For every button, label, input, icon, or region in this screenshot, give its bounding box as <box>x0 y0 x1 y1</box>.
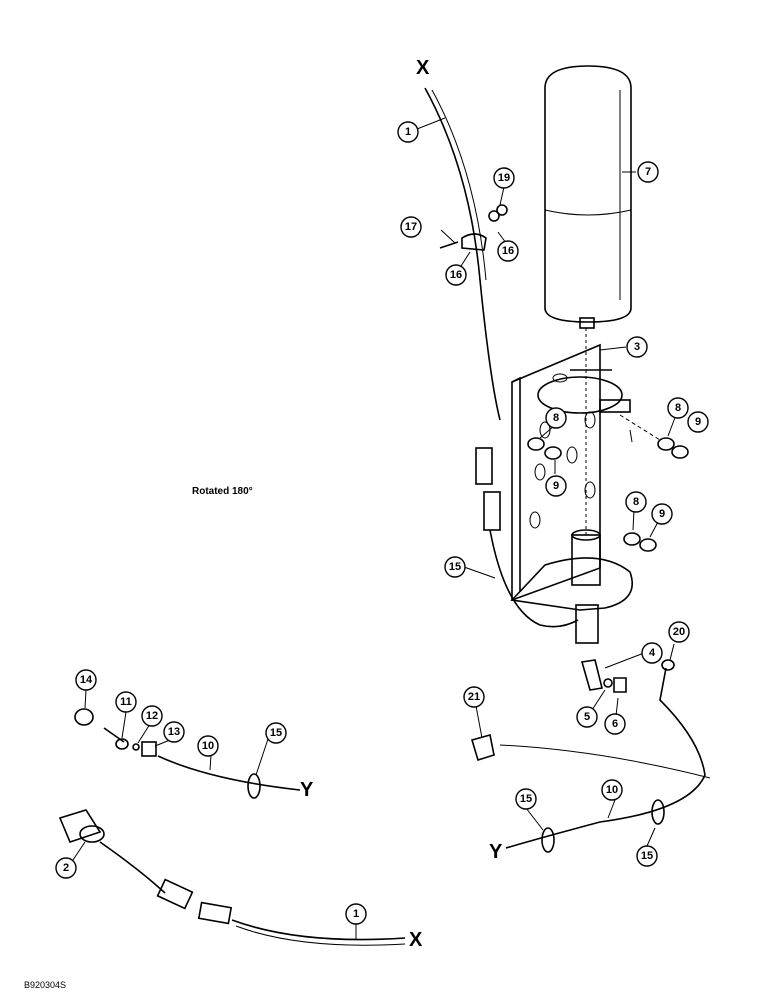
callout-10-left: 10 <box>197 735 219 757</box>
callout-5: 5 <box>576 706 598 728</box>
canister <box>544 65 632 329</box>
callout-9-left: 9 <box>545 475 567 497</box>
elbow-fitting <box>580 659 627 693</box>
callout-label: 6 <box>612 718 618 730</box>
washers-nuts <box>527 414 689 552</box>
callout-label: 12 <box>146 710 158 722</box>
callout-label: 9 <box>695 416 701 428</box>
end-label-x-bottom: X <box>409 929 423 951</box>
callout-14: 14 <box>75 669 97 691</box>
callout-8-lower: 8 <box>625 491 647 513</box>
callout-label: 20 <box>673 626 685 638</box>
callout-8-left: 8 <box>545 407 567 429</box>
callout-label: 3 <box>634 341 640 353</box>
callout-label: 5 <box>584 711 590 723</box>
callout-12: 12 <box>141 705 163 727</box>
tube-right <box>470 659 711 853</box>
callout-label: 2 <box>63 862 69 874</box>
callout-7: 7 <box>637 161 659 183</box>
callout-9-right: 9 <box>687 411 709 433</box>
callout-label: 21 <box>468 691 480 703</box>
callout-1-top: 1 <box>397 121 419 143</box>
figure-id: B920304S <box>24 980 66 990</box>
callout-17: 17 <box>400 216 422 238</box>
callout-label: 16 <box>502 245 514 257</box>
sender-fitting <box>571 328 601 644</box>
callout-13: 13 <box>163 721 185 743</box>
callout-19: 19 <box>493 167 515 189</box>
callout-8-right: 8 <box>667 397 689 419</box>
callout-15-lower-right: 15 <box>636 845 658 867</box>
callout-11: 11 <box>115 691 137 713</box>
leader-lines <box>72 117 677 940</box>
callout-label: 14 <box>80 674 93 686</box>
callout-label: 17 <box>405 221 417 233</box>
callout-label: 19 <box>498 172 510 184</box>
callout-3: 3 <box>626 336 648 358</box>
callout-label: 15 <box>449 561 461 573</box>
callout-label: 4 <box>649 647 656 659</box>
callout-label: 15 <box>641 850 653 862</box>
callout-label: 10 <box>606 784 618 796</box>
callout-6: 6 <box>604 713 626 735</box>
callout-label: 15 <box>270 727 282 739</box>
callout-label: 9 <box>553 480 559 492</box>
callout-label: 1 <box>405 126 411 138</box>
callouts: 1 1 2 3 4 5 6 7 8 8 8 9 9 9 10 10 11 12 … <box>55 121 709 925</box>
end-label-x-top: X <box>416 57 430 79</box>
callout-label: 8 <box>633 496 639 508</box>
callout-10-right: 10 <box>601 779 623 801</box>
callout-2: 2 <box>55 857 77 879</box>
callout-label: 11 <box>120 696 132 708</box>
callout-16-left: 16 <box>445 264 467 286</box>
callout-20: 20 <box>668 621 690 643</box>
callout-label: 13 <box>168 726 180 738</box>
wire-harness-bottom <box>58 809 406 946</box>
end-label-y-right: Y <box>489 841 503 863</box>
sensor-parts-left <box>74 708 301 799</box>
callout-4: 4 <box>641 642 663 664</box>
end-label-y-left: Y <box>300 779 314 801</box>
wire-harness-top <box>424 87 579 628</box>
callout-15-bracket: 15 <box>444 556 466 578</box>
callout-label: 16 <box>450 269 462 281</box>
callout-label: 9 <box>659 508 665 520</box>
rotation-note: Rotated 180° <box>192 486 253 497</box>
callout-label: 1 <box>353 908 359 920</box>
callout-label: 15 <box>520 793 532 805</box>
callout-label: 10 <box>202 740 214 752</box>
callout-label: 8 <box>553 412 559 424</box>
callout-label: 7 <box>645 166 651 178</box>
callout-21: 21 <box>463 686 485 708</box>
callout-1-bottom: 1 <box>345 903 367 925</box>
callout-9-lower: 9 <box>651 503 673 525</box>
callout-16-right: 16 <box>497 240 519 262</box>
callout-15-lower-left: 15 <box>515 788 537 810</box>
callout-label: 8 <box>675 402 681 414</box>
callout-15-upper-left: 15 <box>265 722 287 744</box>
